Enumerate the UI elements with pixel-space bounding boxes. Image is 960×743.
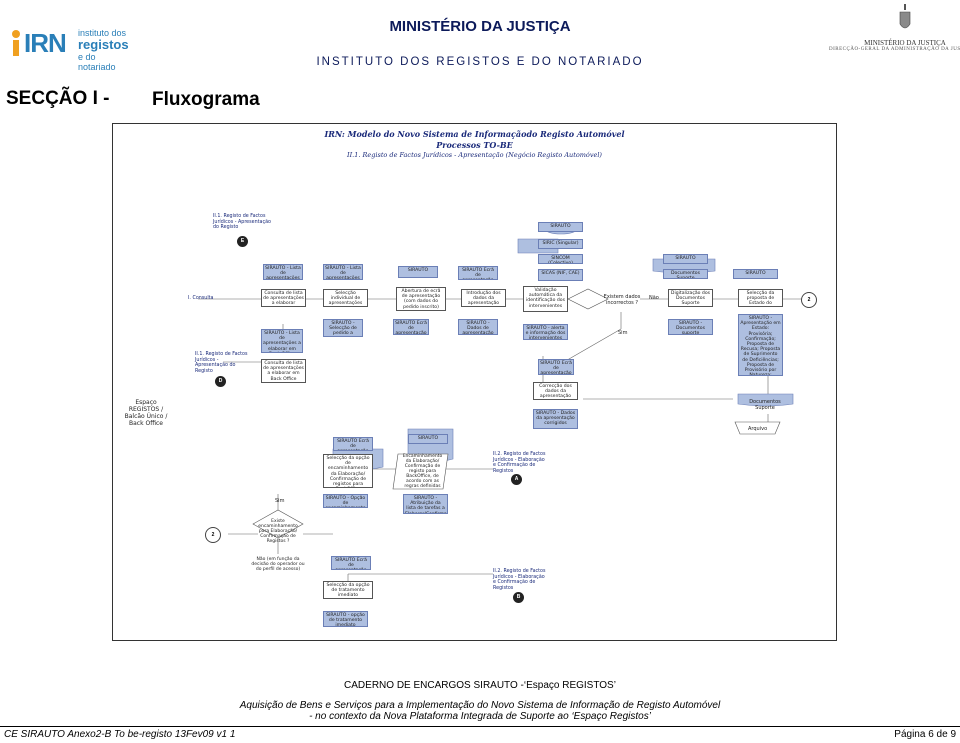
- connector-e: E: [237, 236, 248, 247]
- sirauto-c: SIRAUTO: [733, 269, 778, 279]
- yes-label-2: Sim: [275, 498, 285, 504]
- footer-page-number: Página 6 de 9: [894, 729, 956, 740]
- irn-logo-sub3: e do notariado: [78, 52, 116, 72]
- footer-doc-id: CE SIRAUTO Anexo2-B To be-registo 13Fev0…: [4, 729, 236, 740]
- open-screen: Abertura de ecrã de apresentação (com da…: [396, 287, 446, 311]
- connector-d: D: [215, 376, 226, 387]
- sirauto-data: SIRAUTO - Dados de apresentação inscrito…: [458, 319, 498, 335]
- sirauto-states: SIRAUTO - Apresentação em Estado: Provis…: [738, 314, 783, 376]
- coat-of-arms-icon: [899, 4, 911, 29]
- consult-back-office: Consulta de lista de apresentações a ela…: [261, 359, 306, 383]
- start-node-d: II.1. Registo de Factos Jurídicos - Apre…: [195, 352, 248, 374]
- diagram-subtitle: Processos TO-BE: [436, 140, 513, 150]
- siric-db: SIRIC (Singular): [538, 239, 583, 249]
- footer-line-2: Aquisição de Bens e Serviços para a Impl…: [239, 700, 721, 711]
- footer-line-3: - no contexto da Nova Plataforma Integra…: [309, 711, 651, 722]
- sirauto-top: SIRAUTO: [538, 222, 583, 232]
- sirauto-screen-4: SIRAUTO Ecrã de apresentação: [333, 437, 373, 451]
- irn-logo: IRN instituto dos registos e do notariad…: [10, 24, 130, 72]
- irn-logo-sub1: instituto dos: [78, 28, 127, 38]
- ii2-node-b: II.2. Registo de Factos Jurídicos - Elab…: [493, 569, 546, 591]
- supporting-docs-1: Documentos Suporte: [663, 269, 708, 279]
- sirauto-screen-2: SIRAUTO Ecrã de apresentação: [393, 319, 429, 335]
- sirauto-docs: SIRAUTO - Documentos suporte digitalizad…: [668, 319, 713, 335]
- consult-node: I. Consulta: [188, 296, 214, 301]
- connector-2b: 2: [205, 527, 221, 543]
- incorrect-data-decision: Existem dados incorrectos ?: [603, 294, 641, 306]
- select-immediate: Selecção da opção de tratamento imediato: [323, 581, 373, 599]
- sirauto-screen-1: SIRAUTO Ecrã de apresentação: [458, 266, 498, 280]
- select-status-proposal: Selecção da proposta de Estado do Regist…: [738, 289, 783, 307]
- diagram-title: IRN: Modelo do Novo Sistema de Informaçã…: [324, 129, 625, 139]
- sirauto-routing-option: SIRAUTO - Opção de encaminhamento: [323, 494, 368, 508]
- ii2-node-a: II.2. Registo de Factos Jurídicos - Elab…: [493, 452, 546, 474]
- sirauto-screen-3: SIRAUTO Ecrã de apresentação: [538, 359, 574, 375]
- section-title: Fluxograma: [152, 89, 260, 110]
- data-entry: Introdução dos dados da apresentação: [461, 289, 506, 307]
- sirauto-a: SIRAUTO: [398, 266, 438, 278]
- sirauto-list-1: SIRAUTO - Lista de apresentações a elabo…: [263, 264, 303, 280]
- sirauto-list-back: SIRAUTO - Lista de apresentações a elabo…: [261, 329, 303, 353]
- digitize-docs: Digitalização dos Documentos Suporte: [668, 289, 713, 307]
- irn-logo-text: IRN: [24, 28, 67, 58]
- sirauto-immediate: SIRAUTO - opção de tratamento imediato: [323, 611, 368, 627]
- yes-label-1: Sim: [618, 330, 628, 336]
- sirauto-task-list: SIRAUTO - Atribuição da lista de tarefas…: [403, 494, 448, 514]
- sincom-db: SINCOM (Colectivo): [538, 254, 583, 264]
- connector-2a: 2: [801, 292, 817, 308]
- ministry-logo-sub: DIRECÇÃO-GERAL DA ADMINISTRAÇÃO DA JUSTI…: [829, 47, 960, 52]
- sirauto-select: SIRAUTO - Selecção de pedido a apresenta…: [323, 319, 363, 337]
- ministry-logo-title: MINISTÉRIO DA JUSTIÇA: [864, 39, 946, 47]
- irn-logo-mark-icon: [12, 30, 20, 56]
- connector-b: B: [513, 592, 524, 603]
- routing-exists-decision: Existe encaminhamento para Elaboração/ C…: [258, 519, 298, 544]
- diagram-process: II.1. Registo de Factos Jurídicos - Apre…: [347, 151, 602, 159]
- consult-list: Consulta de lista de apresentações a ela…: [261, 289, 306, 307]
- sicas-db: SICAS (NIF, CAE): [538, 269, 583, 281]
- routing: Encaminhamento da Elaboração/ Confirmaçã…: [402, 454, 443, 489]
- flowchart: IRN: Modelo do Novo Sistema de Informaçã…: [112, 123, 837, 641]
- sirauto-alert: SIRAUTO - alerta e informação dos interv…: [523, 324, 568, 340]
- section-label: SECÇÃO I -: [6, 88, 110, 109]
- footer-divider: [0, 726, 960, 727]
- sirauto-list-2: SIRAUTO - Lista de apresentações a elabo…: [323, 264, 363, 280]
- auto-validation: Validação automática da identificação do…: [523, 286, 568, 312]
- individual-selection: Selecção individual de apresentações: [323, 289, 368, 307]
- select-routing-option: Selecção da opção de encaminhamento da E…: [323, 454, 373, 488]
- ministry-logo: MINISTÉRIO DA JUSTIÇA DIRECÇÃO-GERAL DA …: [829, 4, 960, 66]
- ministry-title: MINISTÉRIO DA JUSTIÇA: [389, 18, 571, 35]
- no-label-1: Não: [649, 295, 659, 301]
- archive: Arquivo: [748, 426, 768, 432]
- start-node-e: II.1. Registo de Factos Jurídicos - Apre…: [213, 214, 271, 231]
- footer-line-1: CADERNO DE ENCARGOS SIRAUTO -‘Espaço REG…: [344, 680, 616, 691]
- supporting-docs-2: Documentos Suporte: [749, 399, 781, 411]
- sirauto-b: SIRAUTO: [663, 254, 708, 264]
- lane-label: Espaço REGISTOS / Balcão Único / Back Of…: [124, 399, 168, 427]
- sirauto-d: SIRAUTO: [408, 434, 448, 444]
- sirauto-data-corrected: SIRAUTO - Dados da apresentação corrigid…: [533, 409, 578, 429]
- sirauto-screen-5: SIRAUTO Ecrã de apresentação: [331, 556, 371, 570]
- institute-title: INSTITUTO DOS REGISTOS E DO NOTARIADO: [316, 56, 644, 68]
- no-label-2: Não (em função da decisão do operador ou…: [251, 557, 305, 572]
- correct-data: Correcção dos dados da apresentação: [533, 382, 578, 400]
- irn-logo-sub2: registos: [78, 37, 129, 52]
- connector-a: A: [511, 474, 522, 485]
